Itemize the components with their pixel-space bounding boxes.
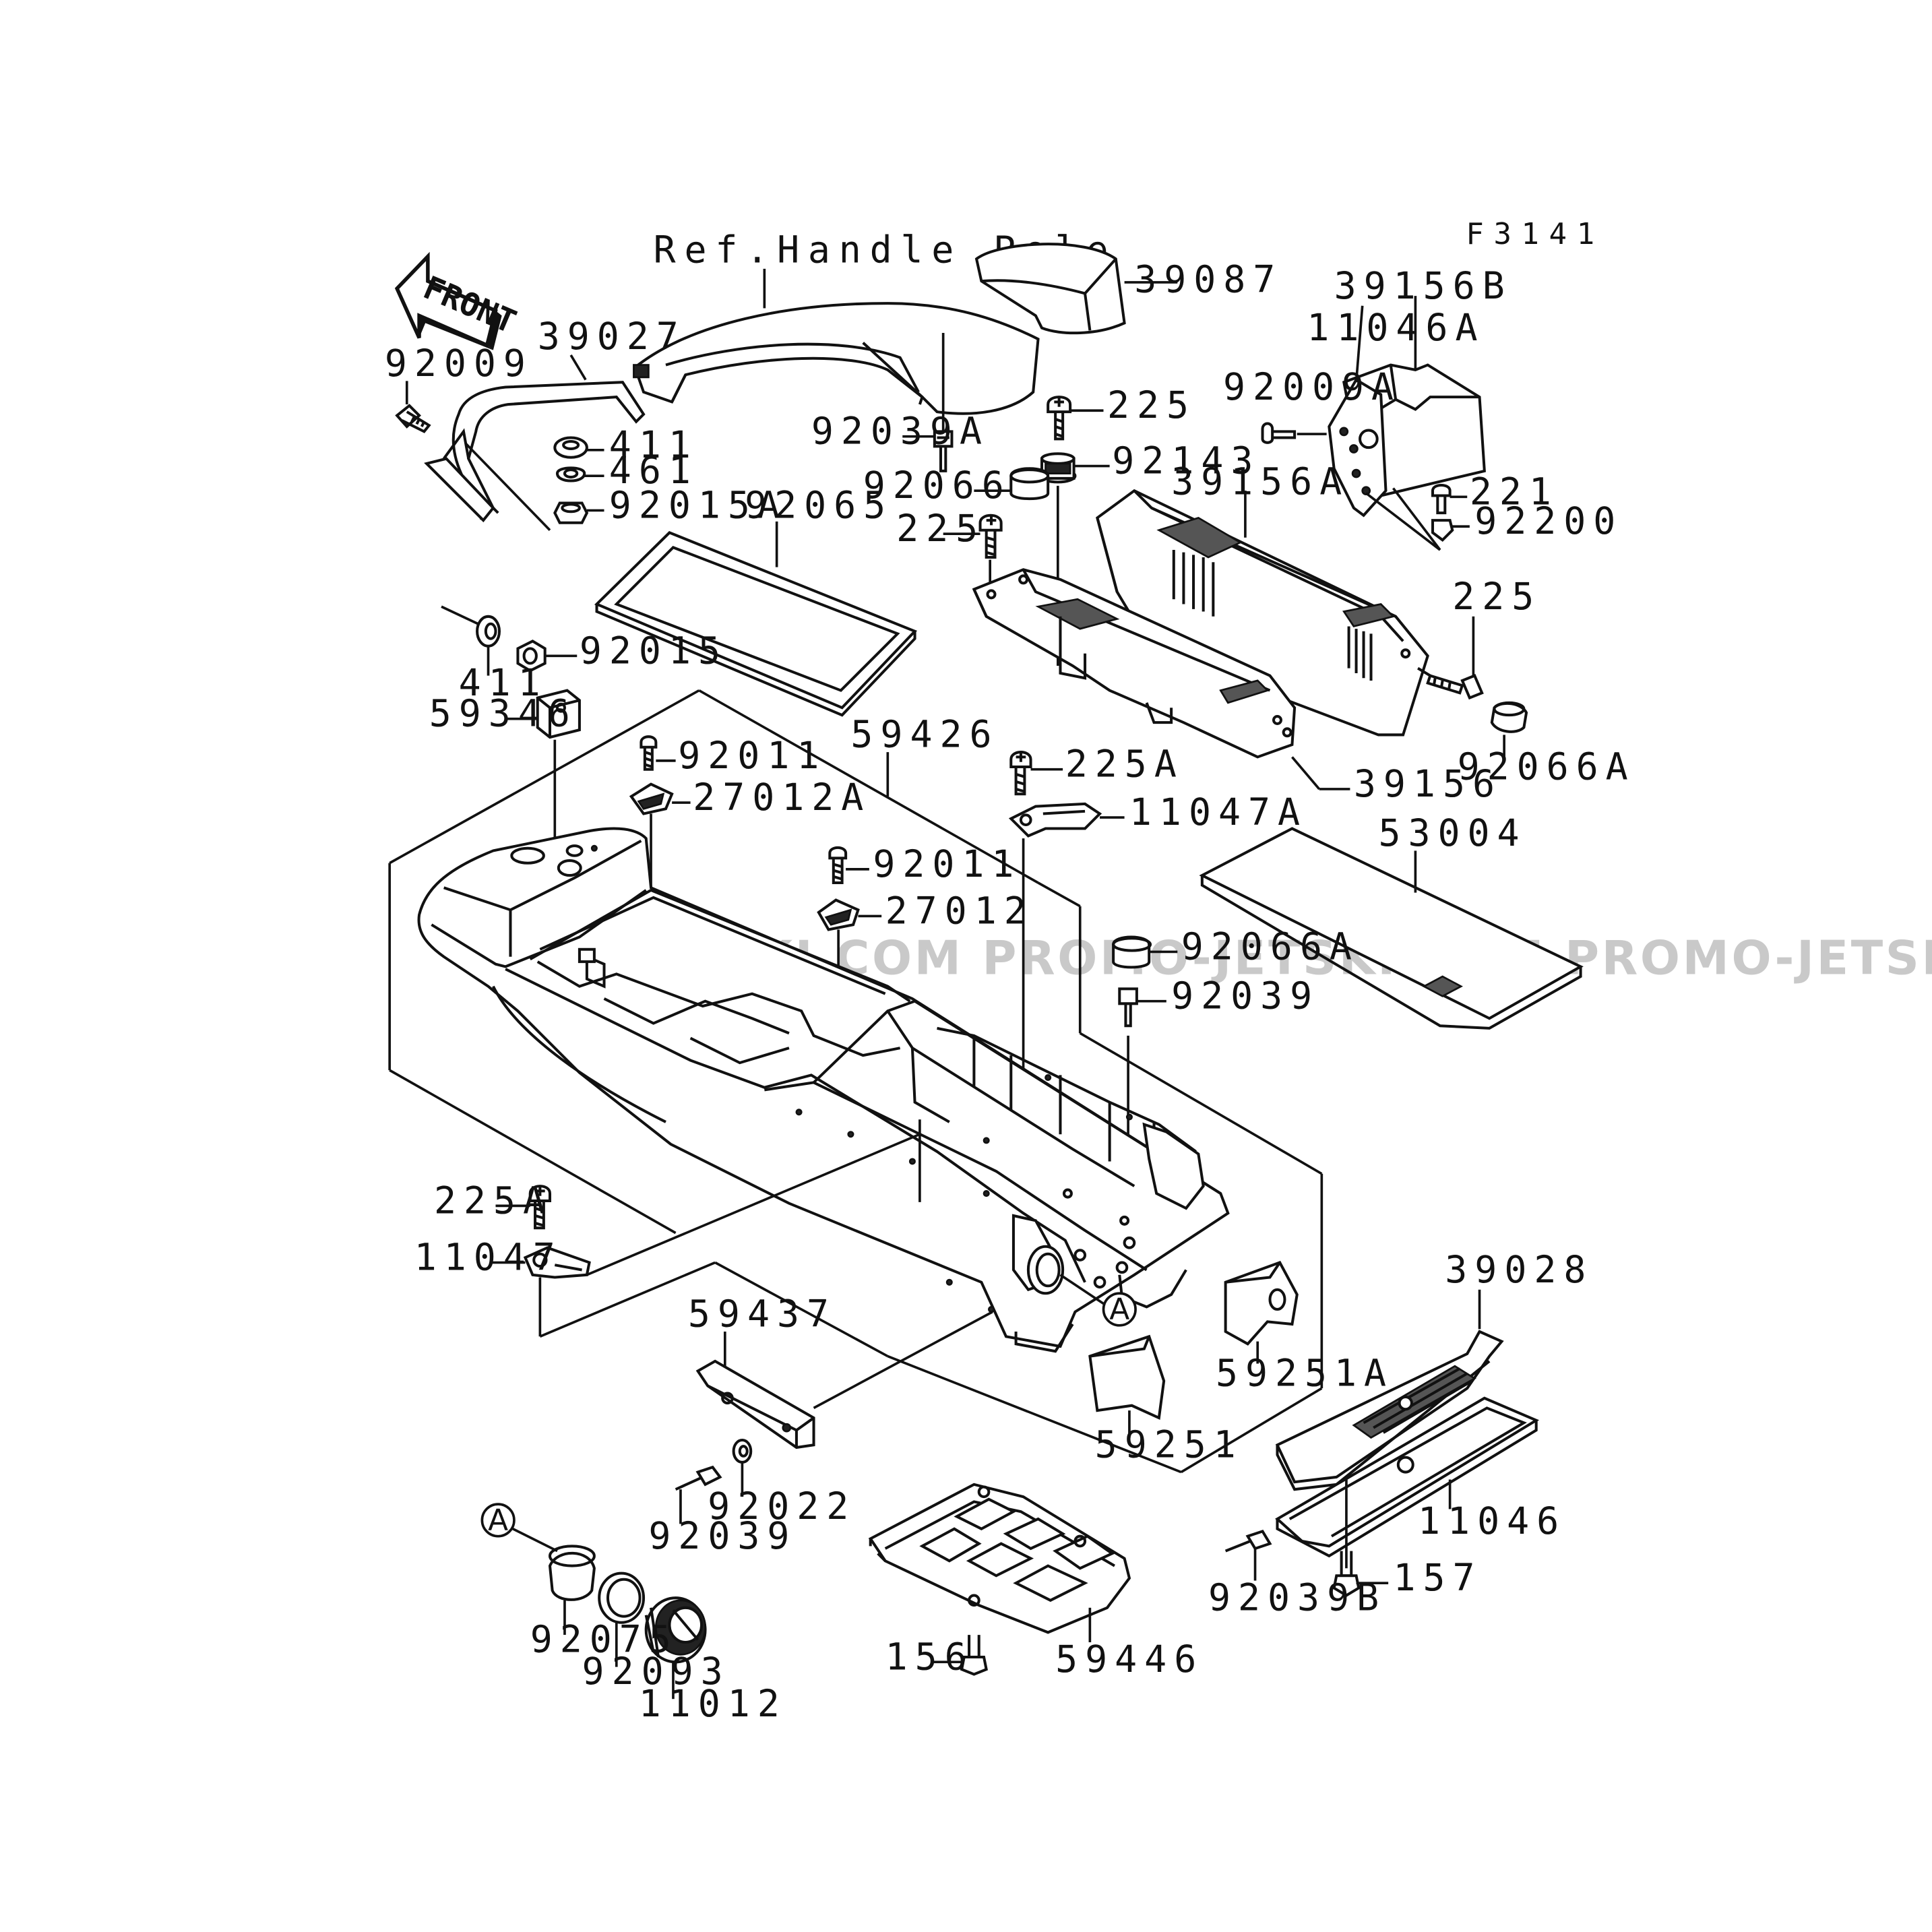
label-225-mid: 225	[896, 507, 985, 550]
plate-11046A	[1328, 377, 1388, 518]
label-92009: 92009	[385, 342, 533, 385]
label-157: 157	[1393, 1556, 1482, 1599]
label-59426: 59426	[850, 713, 999, 756]
label-39087: 39087	[1134, 258, 1282, 301]
label-39156A: 39156A	[1171, 460, 1349, 503]
label-11046: 11046	[1418, 1499, 1566, 1543]
label-225-top: 225	[1107, 383, 1196, 427]
pin-92039B	[1224, 1529, 1272, 1553]
bracket-11047A	[1008, 802, 1102, 838]
label-92200: 92200	[1474, 499, 1623, 542]
label-11047A: 11047A	[1129, 790, 1307, 834]
label-221: 221	[1470, 470, 1559, 513]
deck-hull-59426	[417, 827, 1230, 1353]
cap-92075	[548, 1545, 596, 1601]
bolt-156	[960, 1635, 988, 1676]
label-92039B: 92039B	[1208, 1576, 1386, 1619]
step-pad-39028	[1275, 1330, 1504, 1491]
screw-221	[1431, 483, 1452, 515]
screw-225-right	[1417, 666, 1484, 700]
screw-225A-low	[528, 1185, 552, 1230]
stopper-59346	[536, 689, 581, 739]
handle-bracket-39027	[424, 381, 646, 523]
screw-92011-a	[640, 735, 658, 771]
label-92066A-mid: 92066A	[1181, 925, 1359, 968]
label-39028: 39028	[1445, 1248, 1593, 1291]
handle-pad-39087	[974, 243, 1126, 335]
label-59437: 59437	[688, 1292, 836, 1336]
label-92065: 92065	[745, 483, 893, 526]
label-92011-b: 92011	[873, 842, 1021, 885]
label-92022: 92022	[708, 1485, 856, 1528]
screw-225-mid	[978, 513, 1003, 559]
screw-225A-top	[1009, 751, 1032, 796]
label-27012: 27012	[885, 889, 1034, 932]
callout-a-detail-label: A	[488, 1503, 508, 1538]
label-27012A: 27012A	[693, 776, 871, 819]
label-92015: 92015	[580, 629, 728, 672]
screw-92011-b	[828, 846, 848, 885]
bolt-157	[1332, 1551, 1361, 1597]
screw-92009A	[1261, 422, 1297, 444]
bolt-92009	[395, 404, 431, 433]
washer-92022	[732, 1438, 753, 1464]
label-92009A: 92009A	[1223, 365, 1401, 408]
side-cover-39156A	[1096, 489, 1429, 737]
label-59251A: 59251A	[1216, 1351, 1394, 1394]
label-92011-a: 92011	[678, 734, 826, 777]
pin-92039-low	[675, 1465, 722, 1491]
handle-pole-cover	[633, 302, 1040, 415]
label-59446: 59446	[1055, 1638, 1204, 1681]
label-11012: 11012	[639, 1682, 787, 1725]
pin-92039-mid	[1118, 987, 1138, 1028]
label-11046A: 11046A	[1307, 306, 1485, 349]
grate-59446	[868, 1483, 1131, 1634]
label-59346: 59346	[429, 692, 578, 735]
front-arrow-icon: FRONT	[394, 251, 522, 350]
label-39156B: 39156B	[1334, 264, 1512, 307]
label-156: 156	[885, 1635, 974, 1678]
guard-59251A	[1224, 1261, 1299, 1346]
label-92143: 92143	[1112, 439, 1260, 482]
clip-27012	[817, 898, 860, 931]
label-92093: 92093	[582, 1650, 730, 1693]
side-cover-39156	[972, 568, 1297, 759]
figure-code: F3141	[1466, 217, 1604, 251]
label-411-low: 411	[459, 661, 548, 704]
label-92039-mid: 92039	[1171, 974, 1319, 1018]
label-92075: 92075	[530, 1618, 679, 1661]
label-39156: 39156	[1354, 762, 1502, 805]
label-92015A: 92015A	[609, 483, 787, 526]
plug-92066A-mid	[1112, 935, 1152, 969]
label-92066: 92066	[863, 464, 1011, 507]
fitting-11012	[644, 1596, 707, 1664]
hatch-gasket-92065	[594, 531, 918, 717]
label-411-top: 411	[609, 423, 698, 466]
callout-a-label: A	[1109, 1292, 1129, 1327]
label-225-right: 225	[1452, 575, 1541, 618]
label-92066A-right: 92066A	[1458, 745, 1635, 788]
pin-92039A	[933, 430, 954, 472]
label-53004: 53004	[1379, 811, 1527, 854]
mat-53004	[1199, 827, 1584, 1030]
ring-92093	[598, 1571, 646, 1624]
label-11047: 11047	[414, 1235, 563, 1278]
label-92039-low: 92039	[648, 1514, 797, 1557]
callout-a-deck: A	[1102, 1292, 1137, 1327]
label-59251: 59251	[1095, 1423, 1243, 1466]
label-461: 461	[609, 449, 698, 492]
label-225A-top: 225A	[1065, 743, 1184, 786]
label-225A-low: 225A	[434, 1179, 553, 1222]
skid-59437	[695, 1359, 815, 1450]
tray-11046	[1275, 1396, 1540, 1558]
screw-225-top	[1047, 396, 1072, 441]
label-92039A: 92039A	[811, 410, 989, 453]
clip-27012A	[629, 782, 674, 815]
callout-a-detail: A	[480, 1503, 516, 1538]
guard-59251	[1088, 1334, 1166, 1421]
plug-92066	[1009, 467, 1050, 500]
plug-92066A-right	[1490, 701, 1528, 733]
label-39027: 39027	[538, 315, 686, 358]
